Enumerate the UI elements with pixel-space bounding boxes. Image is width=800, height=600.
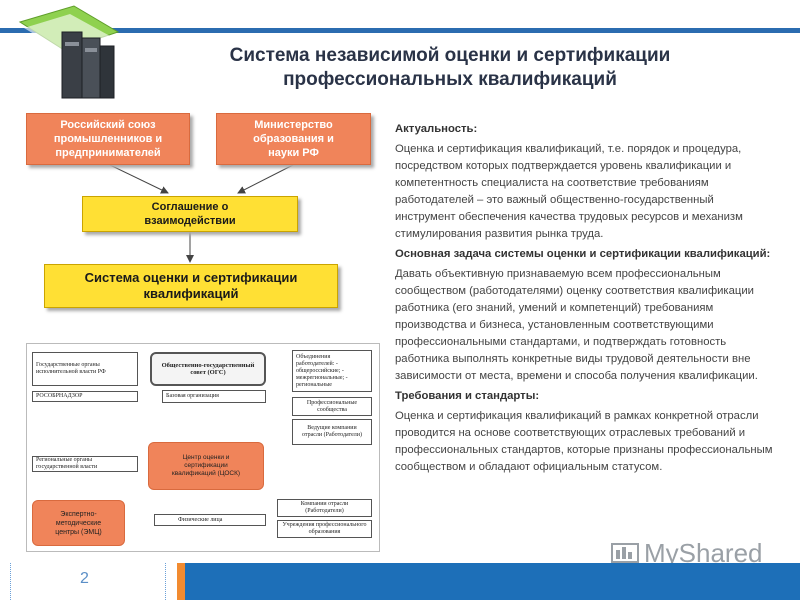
page-number: 2 — [80, 570, 89, 587]
leading-companies-box: Ведущие компании отрасли (Работодатели) — [292, 419, 372, 445]
base-org-box: Базовая организация — [162, 390, 266, 403]
heading-requirements: Требования и стандарты: — [395, 390, 540, 402]
bottom-divider-right — [165, 563, 166, 600]
title-line-1: Система независимой оценки и сертификаци… — [229, 45, 671, 66]
gov-bodies-label: Государственные органы исполнительной вл… — [36, 362, 106, 375]
leading-companies-label: Ведущие компании отрасли (Работодатели) — [301, 425, 363, 438]
bottom-accent-stripe — [177, 563, 185, 600]
top-accent-bar — [0, 28, 800, 33]
industry-companies-box: Компании отрасли (Работодатели) — [277, 499, 372, 517]
heading-main-task: Основная задача системы оценки и сертифи… — [395, 248, 771, 260]
base-org-label: Базовая организация — [166, 393, 219, 399]
bottom-divider-left — [10, 563, 11, 600]
ogs-box: Общественно-государственный совет (ОГС) — [150, 352, 266, 386]
title-line-2: профессиональных квалификаций — [283, 69, 617, 90]
prof-communities-label: Профессиональные сообщества — [306, 399, 358, 413]
books-icon — [18, 5, 120, 99]
text-panel: Актуальность: Оценка и сертификация квал… — [395, 118, 775, 479]
edu-institutions-label: Учреждения профессионального образования — [282, 522, 367, 535]
prof-communities-box: Профессиональные сообщества — [292, 397, 372, 416]
employers-box: Объединения работодателей: - общероссийс… — [292, 350, 372, 392]
rspp-box: Российский союз промышленников и предпри… — [26, 113, 190, 165]
regional-bodies-box: Региональные органы государственной влас… — [32, 456, 138, 472]
agreement-box: Соглашение о взаимодействии — [82, 196, 298, 232]
emc-label: Экспертно-методические центры (ЭМЦ) — [55, 510, 102, 536]
rosobrnadzor-label: РОСОБРНАДЗОР — [36, 393, 83, 399]
ogs-label: Общественно-государственный совет (ОГС) — [161, 362, 255, 376]
system-box: Система оценки и сертификации квалификац… — [44, 264, 338, 308]
employers-label: Объединения работодателей: - общероссийс… — [296, 353, 348, 388]
para-relevance: Оценка и сертификация квалификаций, т.е.… — [395, 143, 743, 240]
gov-bodies-box: Государственные органы исполнительной вл… — [32, 352, 138, 386]
minobr-label: Министерство образования и науки РФ — [253, 119, 334, 159]
rosobrnadzor-box: РОСОБРНАДЗОР — [32, 391, 138, 402]
system-label: Система оценки и сертификации квалификац… — [84, 270, 298, 301]
individuals-box: Физические лица — [154, 514, 266, 526]
para-requirements: Оценка и сертификация квалификаций в рам… — [395, 410, 773, 473]
bottom-bar — [177, 563, 800, 600]
heading-relevance: Актуальность: — [395, 123, 478, 135]
individuals-label: Физические лица — [178, 516, 223, 523]
agreement-label: Соглашение о взаимодействии — [144, 201, 236, 227]
industry-companies-label: Компании отрасли (Работодатели) — [300, 501, 349, 514]
rspp-label: Российский союз промышленников и предпри… — [53, 119, 163, 159]
slide-title: Система независимой оценки и сертификаци… — [150, 44, 750, 92]
emc-box: Экспертно-методические центры (ЭМЦ) — [32, 500, 125, 546]
para-main-task: Давать объективную признаваемую всем про… — [395, 268, 758, 382]
tsosk-label: Центр оценки и сертификации квалификаций… — [171, 454, 241, 477]
regional-bodies-label: Региональные органы государственной влас… — [36, 457, 98, 470]
edu-institutions-box: Учреждения профессионального образования — [277, 520, 372, 538]
tsosk-box: Центр оценки и сертификации квалификаций… — [148, 442, 264, 490]
minobr-box: Министерство образования и науки РФ — [216, 113, 371, 165]
